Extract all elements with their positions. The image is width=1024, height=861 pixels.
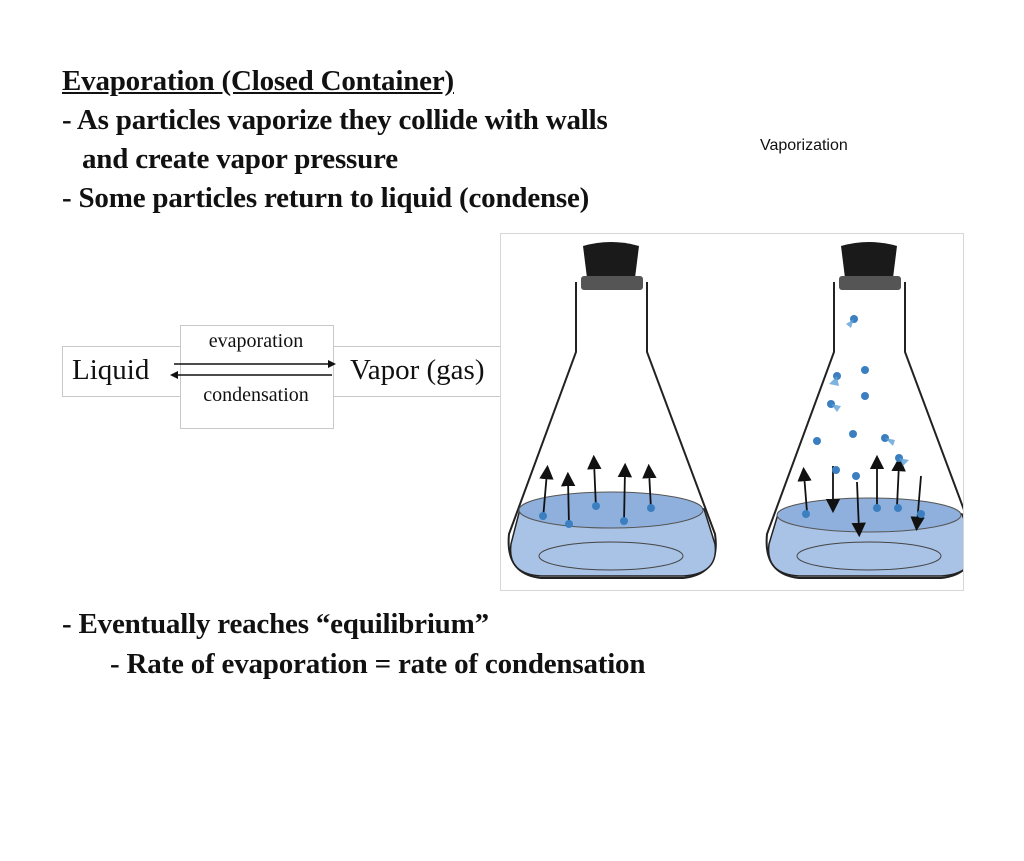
left-stopper-ring bbox=[581, 276, 643, 290]
slide-title: Evaporation (Closed Container) bbox=[62, 65, 454, 97]
evaporation-label: evaporation bbox=[208, 330, 304, 352]
liquid-label: Liquid bbox=[72, 354, 150, 386]
right-flask bbox=[765, 242, 975, 579]
bullet-vaporize-cont-text: and create bbox=[82, 143, 217, 175]
equation-label-frame bbox=[180, 325, 334, 429]
equilibrium-arrows bbox=[170, 360, 336, 379]
bullet-rates-equal: - Rate of evaporation = rate of condensa… bbox=[110, 648, 646, 680]
bullet-vaporize-cont: and create vapor pressure bbox=[62, 140, 608, 179]
left-stopper bbox=[583, 242, 639, 278]
vapor-pressure-term: vapor pressure bbox=[216, 143, 398, 175]
bullet-condense: - Some particles return to liquid (conde… bbox=[62, 182, 590, 214]
bullet-equilibrium: - Eventually reaches “equilibrium” bbox=[62, 608, 489, 640]
flask-illustration bbox=[500, 233, 975, 591]
flasks-svg bbox=[507, 242, 975, 579]
left-liquid-surface bbox=[518, 491, 704, 529]
right-stopper-ring bbox=[839, 276, 901, 290]
condensation-label: condensation bbox=[203, 384, 309, 406]
bullet-vaporize: - As particles vaporize they collide wit… bbox=[62, 104, 608, 136]
vaporization-caption: Vaporization bbox=[760, 137, 848, 154]
right-stopper bbox=[841, 242, 897, 278]
left-flask bbox=[507, 242, 717, 579]
conclusion-block: - Eventually reaches “equilibrium” - Rat… bbox=[62, 604, 645, 684]
vapor-label: Vapor (gas) bbox=[350, 354, 485, 386]
reverse-arrow-head bbox=[170, 371, 178, 379]
forward-arrow-head bbox=[328, 360, 336, 368]
left-flask-base-ring bbox=[538, 541, 684, 571]
heading-block: Evaporation (Closed Container) - As part… bbox=[62, 62, 608, 218]
right-flask-base-ring bbox=[796, 541, 942, 571]
